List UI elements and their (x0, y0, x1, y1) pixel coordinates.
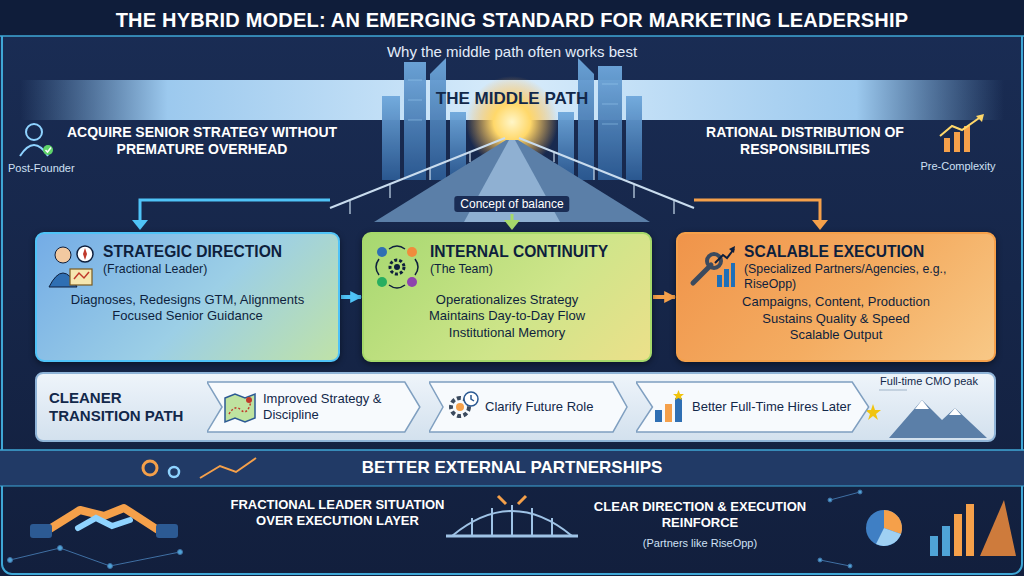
box-heading: SCALABLE EXECUTION (744, 243, 982, 262)
process-box: INTERNAL CONTINUITY(The Team)Operational… (362, 232, 652, 362)
box-text: Scalable Output (690, 327, 982, 343)
text-label: Post-Founder (8, 162, 98, 175)
text-label: (Partners like RiseOpp) (590, 537, 810, 550)
step-chevron: Clarify Future Role (429, 381, 629, 433)
step-text: Improved Strategy & Discipline (263, 391, 406, 422)
diagram-title: THE HYBRID MODEL: AN EMERGING STANDARD F… (8, 8, 1016, 32)
step-icon (445, 390, 479, 424)
text-label: CLEAR DIRECTION & EXECUTION REINFORCE (590, 499, 810, 530)
process-box: SCALABLE EXECUTION(Specialized Partners/… (676, 232, 996, 362)
process-box: STRATEGIC DIRECTION(Fractional Leader)Di… (35, 232, 340, 362)
box-text: Institutional Memory (376, 325, 638, 341)
box-body: Operationalizes StrategyMaintains Day-to… (376, 292, 638, 341)
box-text: Campaigns, Content, Production (690, 294, 982, 310)
step-chevron: Improved Strategy & Discipline (207, 381, 422, 433)
step-chevron: Better Full-Time Hires Later (636, 381, 871, 433)
text-label: RATIONAL DISTRIBUTION OF RESPONSIBILITIE… (680, 124, 930, 158)
text-label: Why the middle path often works best (162, 43, 862, 61)
text-label: Pre-Complexity (900, 160, 1016, 173)
box-icon (687, 243, 735, 291)
box-icon (373, 243, 421, 291)
band-heading: CLEANER TRANSITION PATH (49, 389, 199, 425)
box-heading-area: STRATEGIC DIRECTION(Fractional Leader) (49, 243, 326, 289)
box-subheading: (Fractional Leader) (103, 262, 326, 277)
step-text: Better Full-Time Hires Later (692, 399, 851, 415)
flow-arrow (341, 295, 361, 299)
box-text: Operationalizes Strategy (376, 292, 638, 308)
box-text: Maintains Day-to-Day Flow (376, 308, 638, 324)
box-text: Diagnoses, Redesigns GTM, Alignments (49, 292, 326, 308)
box-heading: INTERNAL CONTINUITY (430, 243, 638, 262)
text-label: FRACTIONAL LEADER SITUATION OVER EXECUTI… (225, 497, 450, 528)
box-heading-area: SCALABLE EXECUTION(Specialized Partners/… (690, 243, 982, 291)
box-icon (46, 243, 94, 291)
step-icon (652, 390, 686, 424)
box-subheading: (Specialized Partners/Agencies, e.g., Ri… (744, 262, 982, 292)
box-heading-area: INTERNAL CONTINUITY(The Team) (376, 243, 638, 289)
text-label: ACQUIRE SENIOR STRATEGY WITHOUT PREMATUR… (62, 124, 342, 158)
flow-arrow (653, 295, 675, 299)
text-label: Full-time CMO peak (866, 375, 992, 388)
transition-band: CLEANER TRANSITION PATH Improved Strategy… (35, 372, 996, 442)
step-icon (223, 390, 257, 424)
box-text: Focused Senior Guidance (49, 308, 326, 324)
text-label: THE MIDDLE PATH (362, 89, 662, 109)
step-text: Clarify Future Role (485, 399, 593, 415)
box-body: Diagnoses, Redesigns GTM, AlignmentsFocu… (49, 292, 326, 325)
box-text: Sustains Quality & Speed (690, 311, 982, 327)
box-subheading: (The Team) (430, 262, 638, 277)
box-body: Campaigns, Content, ProductionSustains Q… (690, 294, 982, 343)
band-heading-area: CLEANER TRANSITION PATH (49, 374, 199, 440)
box-heading: STRATEGIC DIRECTION (103, 243, 326, 262)
text-label: Concept of balance (454, 196, 569, 212)
text-label: BETTER EXTERNAL PARTNERSHIPS (212, 458, 812, 478)
